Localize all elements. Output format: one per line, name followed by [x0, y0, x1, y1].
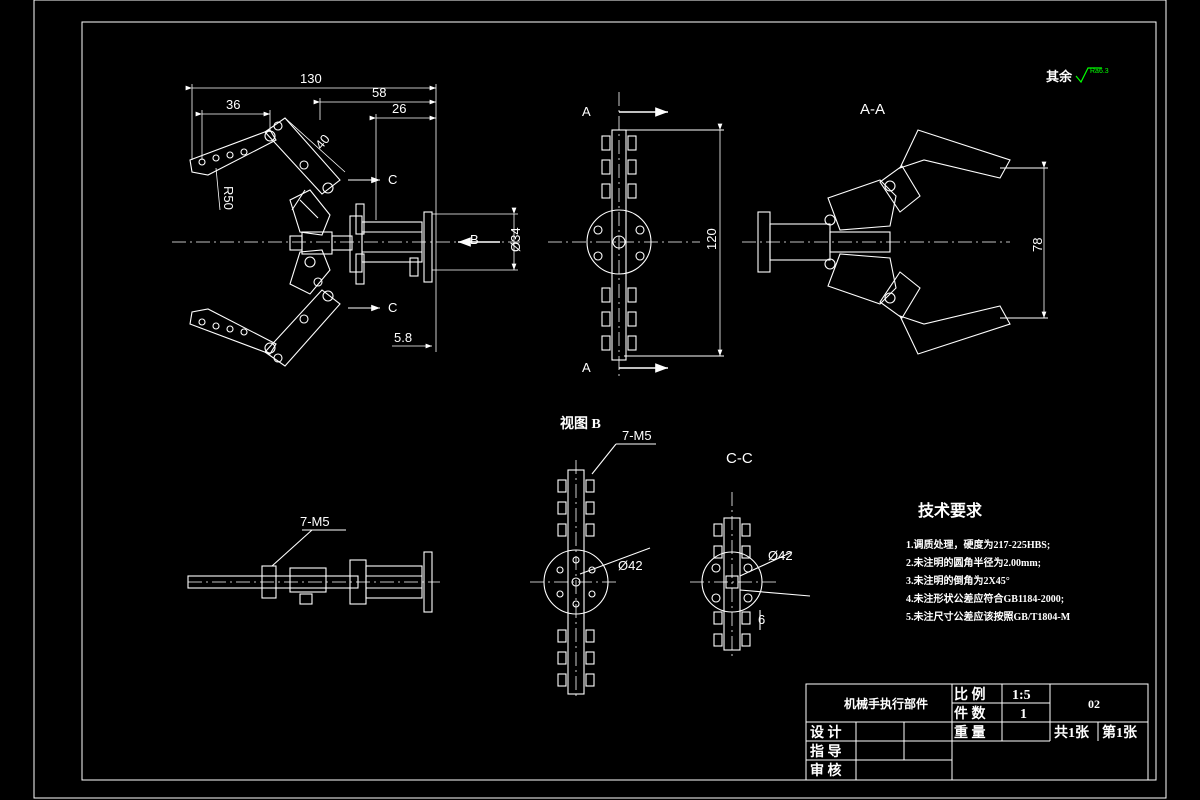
part-name: 机械手执行部件 [844, 696, 928, 711]
dim-6: 6 [758, 612, 765, 627]
section-cc-view [690, 492, 811, 660]
front-view [172, 117, 520, 367]
count-label: 件 数 [954, 705, 986, 722]
marker-c-bottom: C [388, 300, 397, 315]
view-b [530, 443, 656, 700]
tech-req-2: 2.未注明的圆角半径为2.00mm; [906, 556, 1041, 569]
review-label: 审 核 [810, 762, 842, 779]
front-view-dimensions [185, 84, 518, 352]
drawing-number: 02 [1088, 697, 1100, 711]
count-value: 1 [1020, 707, 1027, 722]
dim-phi34: Ø34 [508, 227, 523, 252]
side-view [548, 92, 724, 380]
section-aa-title: A-A [860, 101, 885, 118]
roughness-note: 其余 Ra6.3 [1046, 67, 1109, 84]
label-7m5-left: 7-M5 [300, 514, 330, 529]
guide-label: 指 导 [810, 743, 842, 760]
dim-78: 78 [1030, 238, 1045, 252]
dim-5-8: 5.8 [394, 330, 412, 345]
dim-phi42-cc: Ø42 [768, 548, 793, 563]
section-aa-view [742, 129, 1048, 355]
tech-req-3: 3.未注明的倒角为2X45° [906, 574, 1010, 587]
section-cc-title: C-C [726, 450, 753, 467]
dim-r50: R50 [221, 186, 236, 210]
dim-36: 36 [226, 97, 240, 112]
weight-label: 重 量 [954, 724, 986, 741]
dim-phi42-view-b: Ø42 [618, 558, 643, 573]
marker-c-top: C [388, 172, 397, 187]
title-block [805, 683, 1149, 781]
dim-40: 40 [312, 131, 333, 152]
dim-58: 58 [372, 85, 386, 100]
svg-text:Ra6.3: Ra6.3 [1090, 68, 1109, 75]
tech-req-title: 技术要求 [918, 501, 983, 520]
outer-frame [33, 0, 1167, 799]
tech-req-1: 1.调质处理，硬度为217-225HBS; [906, 538, 1050, 551]
marker-b: B [470, 232, 479, 247]
inner-frame [81, 21, 1157, 781]
dim-120: 120 [704, 228, 719, 250]
dim-26: 26 [392, 101, 406, 116]
scale-value: 1:5 [1012, 688, 1031, 703]
dim-130: 130 [300, 71, 322, 86]
scale-label: 比 例 [954, 686, 986, 703]
tech-req-4: 4.未注形状公差应符合GB1184-2000; [906, 592, 1064, 605]
sheet-number: 第1张 [1102, 724, 1138, 741]
label-7m5-view-b: 7-M5 [622, 428, 652, 443]
view-b-title: 视图 B [560, 415, 601, 432]
svg-text:其余: 其余 [1046, 69, 1073, 84]
marker-a-top: A [582, 104, 591, 119]
design-label: 设 计 [810, 724, 842, 741]
bottom-left-view [187, 529, 440, 613]
tech-req-5: 5.未注尺寸公差应该按照GB/T1804-M [906, 610, 1071, 623]
total-sheets: 共1张 [1054, 724, 1090, 741]
marker-a-bottom: A [582, 360, 591, 375]
